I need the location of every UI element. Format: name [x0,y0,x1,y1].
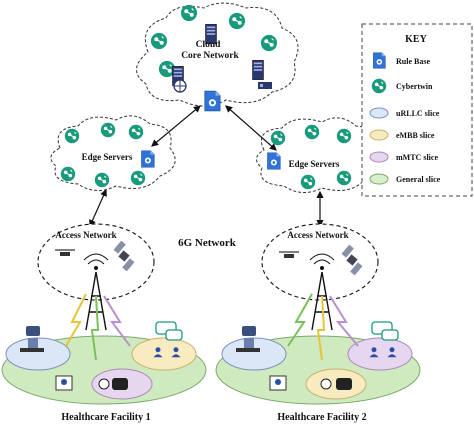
cybertwin-icon [94,172,110,188]
robot-icon [236,326,260,352]
access-network-right-label: Access Network [287,230,348,240]
wireless-link-icon [90,295,100,361]
smartwatch-icon [98,378,128,390]
rule-base-icon [141,150,155,168]
key-item-label: Rule Base [396,57,430,66]
key-item-label: General slice [396,175,441,184]
cell-tower-icon [83,253,109,331]
robot-icon [20,326,44,352]
cybertwin-icon [336,170,352,186]
cloud-title: Cloud [196,40,222,50]
cybertwin-icon [260,34,278,52]
cybertwin-icon [371,78,387,94]
cybertwin-icon [228,12,246,30]
access-network-right [261,223,379,301]
cybertwin-icon [336,128,352,144]
key-legend: KEY Rule Base Cybertwin uRLLC slice eMBB… [361,23,473,197]
wireless-link-icon [65,293,87,347]
server-icon [252,60,264,80]
cybertwin-icon [60,166,76,182]
network-label: 6G Network [178,237,237,249]
edge-cloud-left [50,115,176,191]
key-item-label: Cybertwin [396,82,433,91]
cybertwin-icon [150,32,168,50]
mmtc-swatch [369,151,389,163]
cybertwin-icon [300,174,316,190]
wireless-link-icon [287,293,313,347]
wireless-link-icon [316,295,326,361]
wireless-link-icon [329,295,359,347]
drone-icon [55,249,75,256]
access-network-left [37,223,155,301]
cybertwin-icon [128,124,144,140]
urllc-swatch [369,107,389,119]
access-network-left-label: Access Network [55,230,116,240]
embb-swatch [369,129,389,141]
rule-base-icon [373,52,386,69]
cell-tower-icon [309,253,335,331]
edge-servers-right-label: Edge Servers [289,159,340,169]
cybertwin-icon [180,4,198,22]
cybertwin-icon [304,124,320,140]
cybertwin-icon [100,122,116,138]
key-item-label: eMBB slice [396,131,435,140]
key-title: KEY [405,34,427,45]
smartwatch-icon [320,378,352,390]
chat-bubble-icon [371,321,399,341]
key-item-label: uRLLC slice [396,109,440,118]
general-swatch [369,173,389,185]
satellite-icon [341,244,363,276]
edge-servers-left-label: Edge Servers [82,152,133,162]
chat-bubble-icon [155,321,183,341]
wireless-link-icon [103,295,131,347]
router-icon [258,82,272,89]
cybertwin-icon [270,130,286,146]
globe-icon [173,79,187,93]
monitor-icon [55,375,73,391]
key-item-label: mMTC slice [396,153,438,162]
cybertwin-icon [130,170,146,186]
facility-right-label: Healthcare Facility 2 [277,412,366,423]
rule-base-icon [204,90,221,112]
monitor-icon [269,375,287,391]
link-cloud-edge-right [225,105,277,151]
cybertwin-icon [64,128,80,144]
facility-left-label: Healthcare Facility 1 [61,412,150,423]
drone-icon [279,251,299,258]
link-cloud-edge-left [151,105,201,147]
embb-slice-left [131,337,197,371]
rule-base-icon [267,152,281,170]
link-edge-access-left [89,188,107,228]
cloud-subtitle: Core Network [181,51,239,61]
mmtc-slice-right [347,337,413,371]
satellite-icon [113,240,135,272]
